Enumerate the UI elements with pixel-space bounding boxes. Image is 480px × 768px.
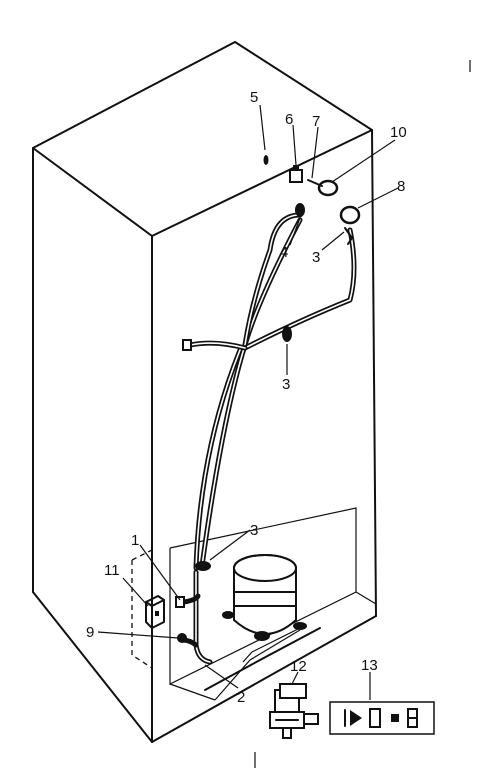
callout-10: 10: [390, 124, 407, 141]
compressor: [222, 554, 307, 641]
callout-3-lower: 3: [250, 522, 258, 539]
mounting-bracket: [145, 595, 165, 629]
callout-9: 9: [86, 624, 94, 641]
callout-2: 2: [237, 689, 245, 706]
callout-8: 8: [397, 178, 405, 195]
callout-5: 5: [250, 89, 258, 106]
callout-3-upper: 3: [312, 249, 320, 266]
hidden-side-outline: [131, 549, 153, 669]
refrigerator-cabinet: [32, 41, 377, 743]
callout-12: 12: [290, 658, 307, 675]
tube-clamps-and-fittings: [175, 155, 361, 643]
machine-compartment: [169, 507, 377, 701]
callout-1: 1: [131, 532, 139, 549]
callout-labels: 5 6 7 10 8 4 3 3 3 1 11 9 2 12 13: [86, 89, 407, 706]
callout-6: 6: [285, 111, 293, 128]
callout-leaders: [97, 60, 471, 768]
parts-kit: [329, 701, 435, 735]
callout-4: 4: [280, 244, 288, 261]
callout-3-middle: 3: [282, 376, 290, 393]
callout-13: 13: [361, 657, 378, 674]
callout-7: 7: [312, 113, 320, 130]
callout-11: 11: [104, 562, 120, 579]
water-tubing: [179, 212, 357, 665]
water-valve: [269, 683, 319, 739]
